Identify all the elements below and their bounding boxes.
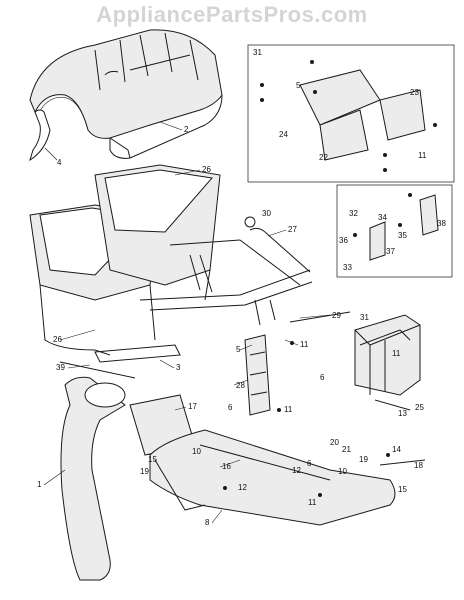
callout-6-b: 6 (228, 403, 233, 412)
callout-18: 18 (414, 461, 423, 470)
callout-19: 19 (359, 455, 368, 464)
callout-15: 15 (148, 455, 157, 464)
callout-5: 5 (236, 345, 241, 354)
callout-38: 38 (437, 219, 446, 228)
part-base[interactable] (94, 344, 181, 363)
callout-30: 30 (262, 209, 271, 218)
part-tube[interactable] (129, 394, 396, 526)
callout-6: 6 (320, 373, 325, 382)
part-24[interactable] (299, 69, 381, 126)
callout-36: 36 (339, 236, 348, 245)
callout-5-b: 5 (296, 81, 301, 90)
callout-39: 39 (56, 363, 65, 372)
callout-31-b: 31 (253, 48, 262, 57)
callout-35: 35 (398, 231, 407, 240)
callout-19-b: 19 (140, 467, 149, 476)
callout-23: 23 (410, 88, 419, 97)
part-chute[interactable] (60, 376, 126, 581)
callout-13: 13 (398, 409, 407, 418)
callout-24: 24 (279, 130, 288, 139)
part-29-rod[interactable] (289, 311, 351, 323)
callout-26-b: 26 (53, 335, 62, 344)
callout-2: 2 (184, 125, 189, 134)
part-38-bracket[interactable] (419, 194, 439, 236)
callout-34: 34 (378, 213, 387, 222)
callout-4: 4 (57, 158, 62, 167)
watermark: AppliancePartsPros.com (96, 2, 368, 27)
callout-1: 1 (37, 480, 42, 489)
part-frame[interactable] (139, 227, 313, 326)
part-18[interactable] (379, 459, 426, 466)
callout-11-e: 11 (418, 151, 427, 160)
callout-17: 17 (188, 402, 197, 411)
part-bags[interactable] (29, 164, 221, 356)
part-13[interactable] (374, 399, 411, 411)
small-hardware-box (336, 184, 453, 278)
part-bracket[interactable] (244, 334, 271, 416)
callout-20: 20 (330, 438, 339, 447)
callout-12-b: 12 (238, 483, 247, 492)
callout-27: 27 (288, 225, 297, 234)
part-34-bracket[interactable] (369, 221, 386, 261)
callout-28: 28 (236, 381, 245, 390)
callout-8: 8 (205, 518, 210, 527)
callout-3: 3 (176, 363, 181, 372)
callout-10-b: 10 (338, 467, 347, 476)
callout-11: 11 (300, 340, 309, 349)
callout-25: 25 (415, 403, 424, 412)
callout-26: 26 (202, 165, 211, 174)
callout-21: 21 (342, 445, 351, 454)
hardware-kit-box (247, 44, 455, 183)
part-22[interactable] (319, 109, 369, 161)
callout-15-b: 15 (398, 485, 407, 494)
callout-31: 31 (360, 313, 369, 322)
callout-37: 37 (386, 247, 395, 256)
part-23[interactable] (379, 89, 426, 141)
callout-32: 32 (349, 209, 358, 218)
hardware-fasteners[interactable] (223, 60, 437, 497)
callout-14: 14 (392, 445, 401, 454)
part-knob[interactable] (244, 216, 256, 228)
part-cover[interactable] (29, 29, 223, 159)
callout-22: 22 (319, 153, 328, 162)
callout-12: 12 (292, 466, 301, 475)
callout-6-c: 6 (307, 459, 312, 468)
callout-11-d: 11 (308, 498, 317, 507)
part-mount-bracket[interactable] (354, 314, 421, 396)
part-rod[interactable] (59, 361, 136, 379)
callout-16: 16 (222, 462, 231, 471)
callout-29: 29 (332, 311, 341, 320)
part-flap[interactable] (29, 109, 51, 162)
callout-10: 10 (192, 447, 201, 456)
callout-11-b: 11 (392, 349, 401, 358)
callout-33: 33 (343, 263, 352, 272)
callout-labels: 2 4 26 30 27 29 31 26 3 39 5 11 11 6 28 … (37, 48, 446, 527)
callout-11-c: 11 (284, 405, 293, 414)
leader-lines (43, 121, 331, 524)
